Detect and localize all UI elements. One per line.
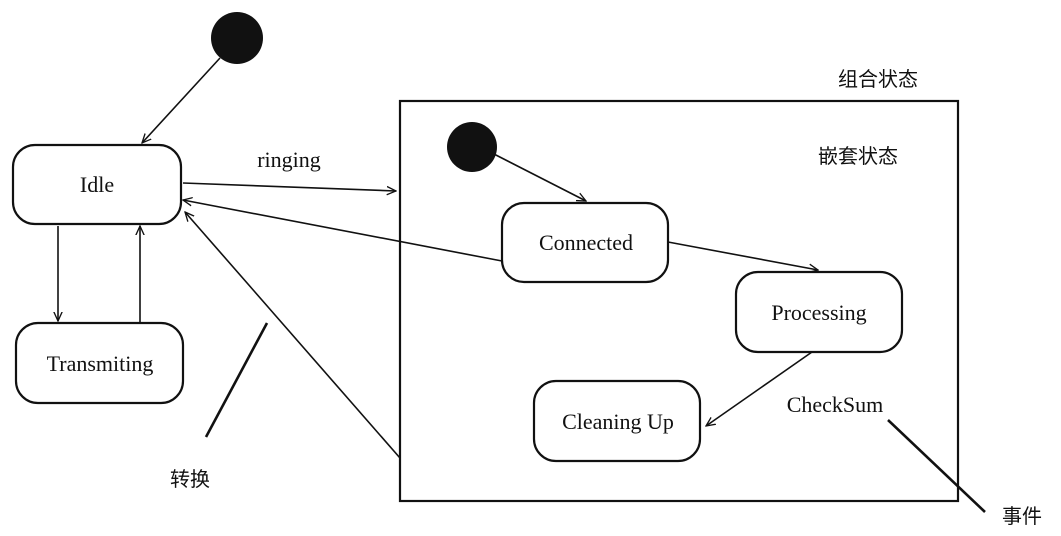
state-connected-label: Connected	[539, 230, 633, 255]
state-cleaning-up[interactable]: Cleaning Up	[532, 379, 702, 463]
state-transmiting-label: Transmiting	[47, 351, 154, 376]
label-event: 事件	[1002, 504, 1042, 528]
transition-composite-to-idle	[185, 212, 401, 459]
pointer-transition	[204, 322, 269, 438]
pointer-event	[887, 419, 986, 513]
state-processing[interactable]: Processing	[734, 270, 904, 354]
transition-ringing	[182, 182, 396, 191]
label-nested-state: 嵌套状态	[818, 144, 898, 168]
transition-initial-to-connected	[491, 152, 586, 201]
composite-state-box	[398, 99, 960, 503]
label-transition: 转换	[170, 467, 210, 491]
initial-state-inner	[447, 122, 497, 172]
state-processing-label: Processing	[771, 300, 866, 325]
label-ringing: ringing	[257, 147, 321, 172]
transition-connected-to-processing	[667, 241, 818, 270]
transition-initial-to-idle	[142, 57, 221, 143]
transition-connected-to-idle	[183, 200, 503, 262]
state-idle-label: Idle	[80, 172, 114, 197]
state-connected[interactable]: Connected	[500, 201, 670, 284]
state-idle[interactable]: Idle	[11, 143, 183, 226]
label-composite-state: 组合状态	[838, 67, 918, 91]
state-cleaning-up-label: Cleaning Up	[562, 409, 674, 434]
transition-processing-to-cleaning-up	[706, 351, 813, 426]
label-checksum: CheckSum	[787, 392, 884, 417]
initial-state-outer	[211, 12, 263, 64]
state-transmiting[interactable]: Transmiting	[14, 321, 185, 405]
